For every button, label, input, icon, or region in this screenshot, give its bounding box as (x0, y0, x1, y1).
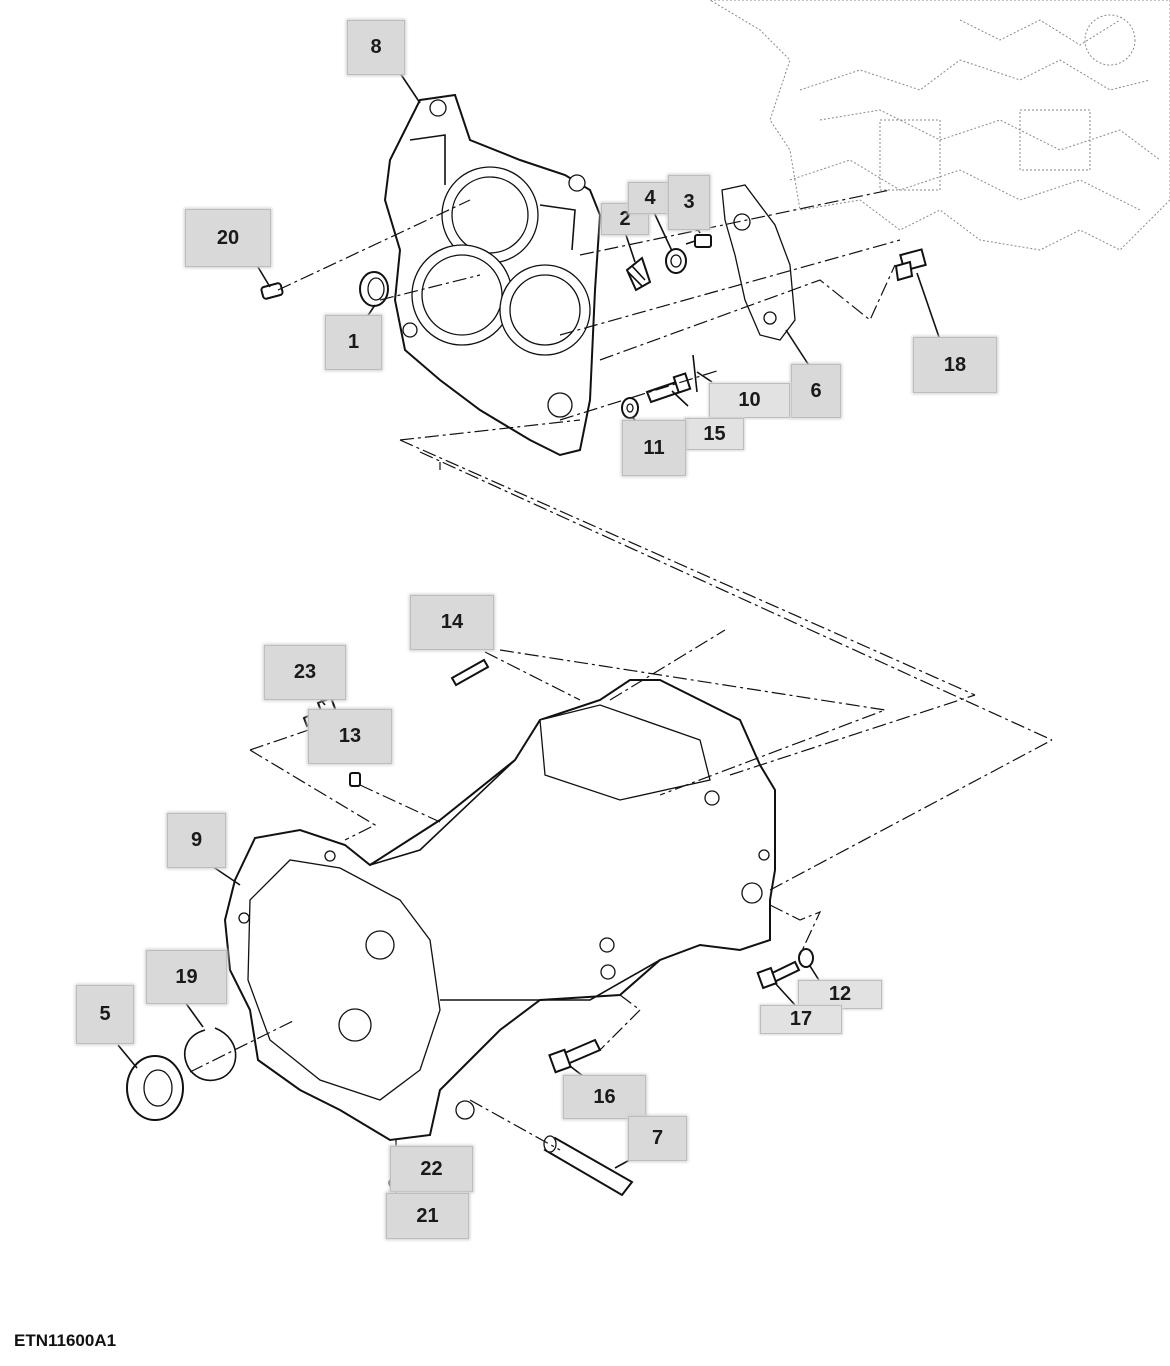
callout-23[interactable]: 23 (264, 645, 346, 700)
ghost-tractor-outline (709, 0, 1170, 251)
callout-label: 16 (593, 1085, 616, 1108)
callout-20[interactable]: 20 (185, 209, 271, 267)
callout-1[interactable]: 1 (325, 315, 382, 370)
callout-label: 19 (175, 965, 198, 988)
callout-label: 20 (216, 226, 240, 249)
assembly-lines-top (277, 189, 1053, 741)
bolt-part15 (645, 372, 692, 404)
figure-id-label: ETN11600A1 (14, 1331, 117, 1350)
washer-part12 (798, 948, 814, 968)
dowel-part13 (349, 772, 361, 787)
callout-label: 17 (789, 1008, 813, 1030)
callout-label: 15 (703, 422, 726, 445)
callout-4[interactable]: 4 (628, 182, 672, 214)
snap-ring-part19 (184, 1027, 237, 1081)
callout-label: 5 (99, 1003, 111, 1025)
callout-17[interactable]: 17 (760, 1005, 842, 1034)
callout-22[interactable]: 22 (390, 1146, 473, 1192)
callout-label: 22 (420, 1157, 443, 1180)
callout-10[interactable]: 10 (709, 383, 790, 418)
callout-label: 8 (370, 36, 382, 58)
plug-part20 (260, 282, 284, 300)
assembly-lines-bottom (189, 629, 1053, 1210)
gasket-part6 (721, 184, 796, 341)
callout-label: 23 (293, 661, 317, 683)
bolt-part16 (548, 1038, 602, 1074)
callout-label: 1 (347, 331, 360, 353)
washer-part11 (621, 397, 639, 419)
bolt-part18 (894, 248, 927, 282)
callout-label: 14 (440, 611, 464, 633)
callout-14[interactable]: 14 (410, 595, 494, 650)
callout-6[interactable]: 6 (791, 364, 841, 418)
pin-part10 (692, 354, 698, 393)
callout-5[interactable]: 5 (76, 985, 134, 1044)
callout-16[interactable]: 16 (563, 1075, 646, 1119)
callout-13[interactable]: 13 (308, 709, 392, 764)
shaft-part7 (543, 1135, 634, 1197)
seal-part1 (359, 271, 389, 307)
callout-label: 9 (190, 829, 203, 851)
callout-12[interactable]: 12 (798, 980, 882, 1009)
callout-8[interactable]: 8 (347, 20, 405, 75)
callout-7[interactable]: 7 (628, 1116, 687, 1161)
callout-label: 7 (651, 1127, 664, 1149)
callout-label: 2 (619, 207, 631, 230)
nut-part4 (665, 248, 687, 274)
callout-3[interactable]: 3 (668, 175, 710, 230)
callout-9[interactable]: 9 (167, 813, 226, 868)
callout-label: 21 (416, 1204, 439, 1227)
callout-label: 6 (810, 379, 822, 402)
callout-15[interactable]: 15 (685, 418, 744, 450)
filter-part2 (625, 256, 652, 292)
pin-part14 (450, 658, 490, 687)
seal-part5 (126, 1055, 184, 1121)
fitting-part3 (685, 234, 712, 248)
bolt-part17 (756, 960, 801, 990)
callout-label: 12 (828, 983, 852, 1005)
callout-label: 4 (644, 186, 656, 209)
callout-label: 10 (738, 389, 761, 411)
callout-label: 11 (643, 436, 665, 459)
transmission-housing-part9 (223, 679, 776, 1142)
callout-18[interactable]: 18 (913, 337, 997, 393)
front-housing-plate-part8 (383, 93, 602, 457)
callout-label: 13 (338, 725, 362, 747)
callout-11[interactable]: 11 (622, 420, 686, 476)
callout-label: 18 (943, 353, 967, 376)
callout-label: 3 (683, 191, 695, 213)
callout-21[interactable]: 21 (386, 1193, 469, 1239)
callout-19[interactable]: 19 (146, 950, 227, 1004)
